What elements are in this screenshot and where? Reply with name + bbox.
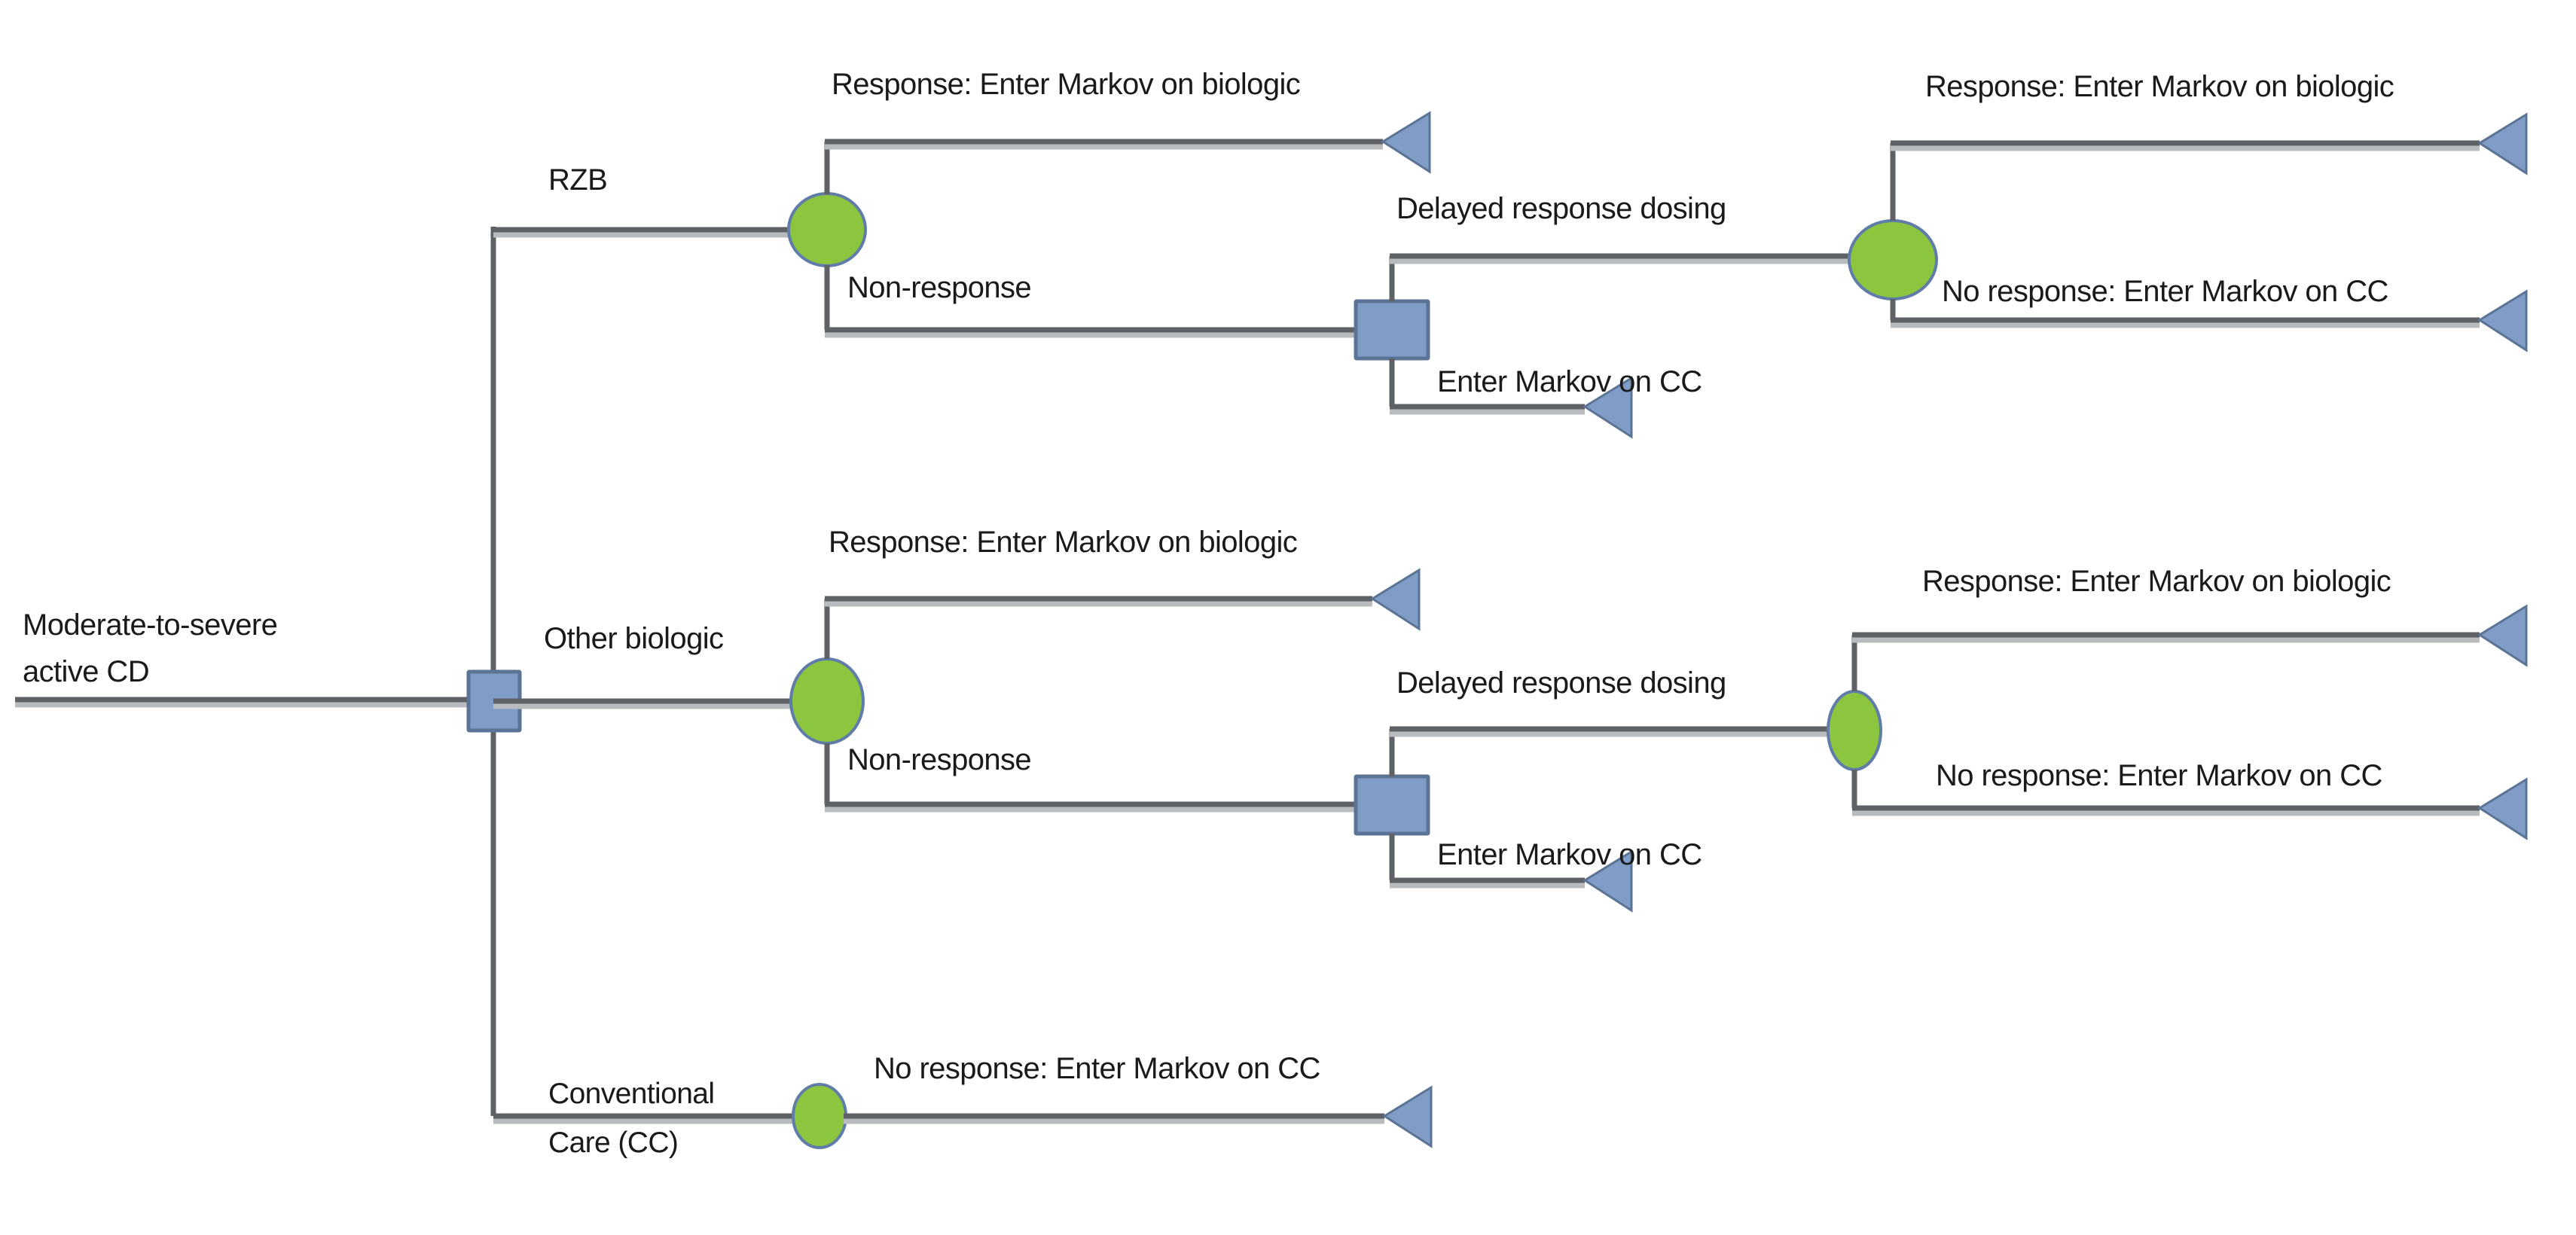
rzb-delayed-noresponse-label: No response: Enter Markov on CC — [1942, 275, 2388, 308]
ob-nonresponse-label: Non-response — [847, 743, 1031, 776]
ob-delayed-label: Delayed response dosing — [1396, 666, 1726, 700]
ob-delayed-response-terminal-node[interactable] — [2477, 604, 2528, 667]
cc-outcome-terminal-node[interactable] — [1382, 1085, 1433, 1148]
rzb-delayed-response-label: Response: Enter Markov on biologic — [1925, 70, 2394, 103]
ob-cc-terminal-node[interactable] — [1583, 849, 1633, 913]
rzb-branch-label: RZB — [548, 163, 607, 197]
ob-delayed-noresponse-terminal-node[interactable] — [2477, 777, 2528, 840]
ob-cc-label: Enter Markov on CC — [1437, 838, 1702, 871]
ob-response-label: Response: Enter Markov on biologic — [829, 526, 1297, 559]
rzb-delayed-noresponse-terminal-node[interactable] — [2477, 289, 2528, 352]
root-label-line2: active CD — [23, 655, 149, 688]
rzb-cc-terminal-node[interactable] — [1583, 376, 1633, 439]
cc-branch-label-line1: Conventional — [548, 1078, 714, 1110]
rzb-delayed-label: Delayed response dosing — [1396, 192, 1726, 225]
rzb-response-terminal-node[interactable] — [1381, 111, 1431, 174]
other-biologic-chance-node[interactable] — [789, 657, 865, 745]
rzb-cc-label: Enter Markov on CC — [1437, 365, 1702, 398]
ob-delayed-response-label: Response: Enter Markov on biologic — [1922, 565, 2391, 598]
rzb-delayed-chance-node[interactable] — [1848, 219, 1938, 300]
rzb-response-label: Response: Enter Markov on biologic — [832, 68, 1300, 101]
ob-delayed-noresponse-label: No response: Enter Markov on CC — [1936, 759, 2382, 792]
cc-outcome-label: No response: Enter Markov on CC — [874, 1052, 1320, 1085]
root-label-line1: Moderate-to-severe — [23, 608, 277, 642]
rzb-delayed-decision-node[interactable] — [1354, 299, 1430, 361]
rzb-chance-node[interactable] — [787, 192, 867, 267]
ob-delayed-decision-node[interactable] — [1354, 774, 1430, 836]
cc-branch-label-line2: Care (CC) — [548, 1127, 678, 1159]
other-biologic-branch-label: Other biologic — [544, 622, 723, 655]
cc-chance-node[interactable] — [792, 1083, 847, 1149]
rzb-delayed-response-terminal-node[interactable] — [2477, 112, 2528, 175]
rzb-nonresponse-label: Non-response — [847, 271, 1031, 304]
ob-delayed-chance-node[interactable] — [1827, 690, 1882, 771]
ob-response-terminal-node[interactable] — [1370, 568, 1421, 631]
